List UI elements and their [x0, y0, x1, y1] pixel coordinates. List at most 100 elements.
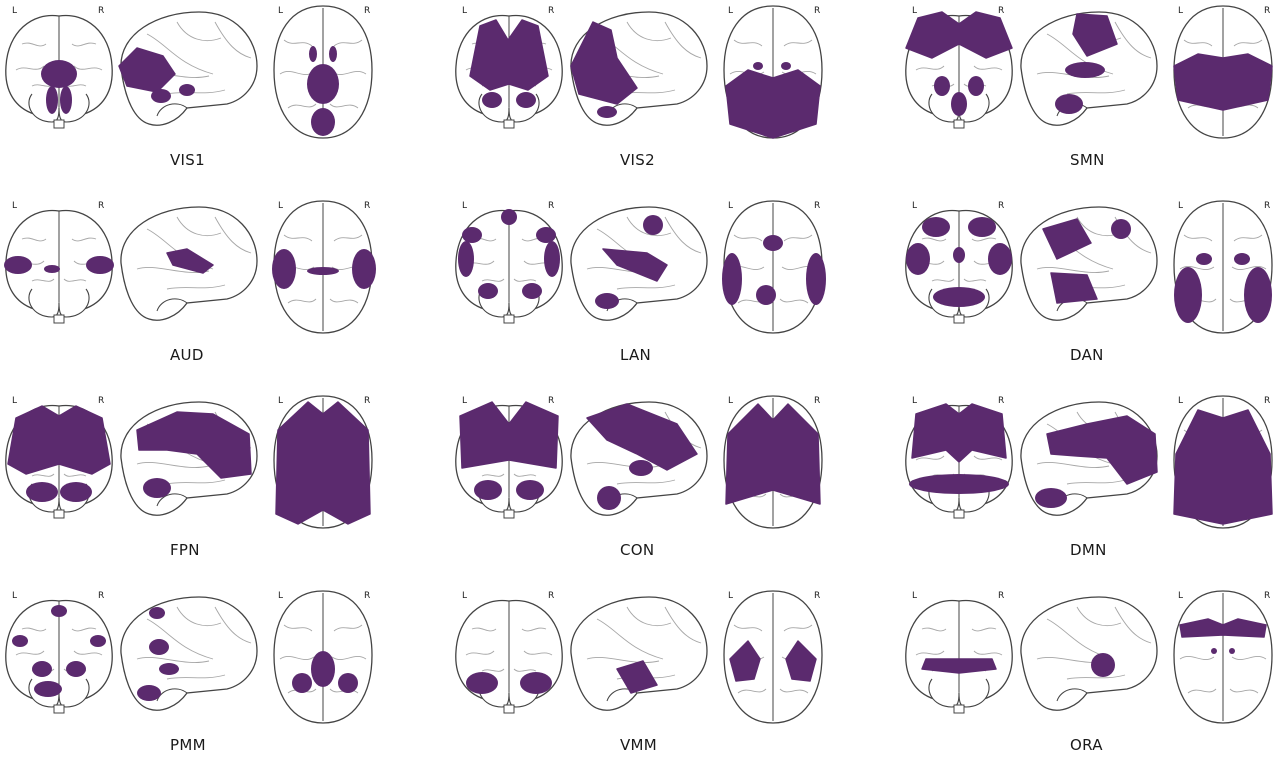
- axial-region-patch: [785, 640, 817, 682]
- right-side-label: R: [548, 591, 555, 601]
- right-side-label: R: [98, 201, 105, 211]
- left-side-label: L: [278, 6, 284, 16]
- sagittal-region-patch: [597, 106, 617, 118]
- left-side-label: L: [1178, 6, 1184, 16]
- sagittal-region-patch: [586, 403, 698, 471]
- left-side-label: L: [12, 6, 18, 16]
- axial-region-patch: [1211, 648, 1217, 654]
- left-side-label: L: [462, 201, 468, 211]
- left-side-label: L: [462, 396, 468, 406]
- left-side-label: L: [912, 201, 918, 211]
- right-side-label: R: [998, 591, 1005, 601]
- coronal-region-patch: [478, 283, 498, 299]
- left-side-label: L: [1178, 396, 1184, 406]
- coronal-region-patch: [482, 92, 502, 108]
- coronal-region-patch: [933, 287, 985, 307]
- right-side-label: R: [814, 591, 821, 601]
- axial-region-patch: [272, 249, 296, 289]
- left-side-label: L: [278, 396, 284, 406]
- right-side-label: R: [1264, 6, 1271, 16]
- coronal-region-patch: [60, 86, 72, 114]
- coronal-region-patch: [86, 256, 114, 274]
- sagittal-region-patch: [1046, 415, 1158, 485]
- sagittal-region-patch: [149, 607, 165, 619]
- axial-region-patch: [1196, 253, 1212, 265]
- sagittal-region-patch: [1050, 272, 1098, 304]
- network-label: SMN: [1070, 151, 1105, 169]
- coronal-brain-outline: [5, 404, 113, 519]
- right-side-label: R: [814, 6, 821, 16]
- coronal-region-patch: [459, 401, 559, 469]
- sagittal-brain-outline: [570, 206, 708, 321]
- sagittal-region-patch: [595, 293, 619, 309]
- axial-region-patch: [763, 235, 783, 251]
- right-side-label: R: [98, 6, 105, 16]
- left-side-label: L: [1178, 591, 1184, 601]
- coronal-region-patch: [462, 227, 482, 243]
- sagittal-region-patch: [1065, 62, 1105, 78]
- axial-region-patch: [722, 253, 742, 305]
- coronal-region-patch: [60, 482, 92, 502]
- coronal-region-patch: [46, 86, 58, 114]
- sagittal-brain-outline: [570, 11, 708, 126]
- right-side-label: R: [1264, 396, 1271, 406]
- coronal-region-patch: [501, 209, 517, 225]
- sagittal-region-patch: [166, 248, 214, 274]
- axial-region-patch: [1173, 53, 1273, 111]
- right-side-label: R: [98, 591, 105, 601]
- coronal-brain-outline: [905, 599, 1013, 714]
- coronal-region-patch: [544, 241, 560, 277]
- sagittal-region-patch: [136, 411, 252, 479]
- left-side-label: L: [728, 591, 734, 601]
- coronal-region-patch: [905, 11, 1013, 59]
- right-side-label: R: [98, 396, 105, 406]
- network-label: FPN: [170, 541, 200, 559]
- right-side-label: R: [364, 6, 371, 16]
- glass-brain-views: [455, 5, 823, 139]
- right-side-label: R: [998, 201, 1005, 211]
- coronal-region-patch: [41, 60, 77, 88]
- sagittal-region-patch: [643, 215, 663, 235]
- coronal-region-patch: [12, 635, 28, 647]
- network-label: DMN: [1070, 541, 1107, 559]
- coronal-brain-outline: [905, 209, 1013, 324]
- left-side-label: L: [12, 591, 18, 601]
- coronal-region-patch: [953, 247, 965, 263]
- coronal-brain-outline: [905, 403, 1013, 519]
- glass-brain-views: [905, 200, 1273, 334]
- axial-brain-outline: [273, 590, 373, 724]
- coronal-region-patch: [911, 403, 1007, 463]
- coronal-brain-outline: [4, 209, 114, 324]
- sagittal-region-patch: [149, 639, 169, 655]
- coronal-brain-outline: [455, 401, 563, 519]
- axial-region-patch: [311, 108, 335, 136]
- axial-region-patch: [307, 267, 339, 275]
- right-side-label: R: [1264, 201, 1271, 211]
- coronal-region-patch: [66, 661, 86, 677]
- network-label: DAN: [1070, 346, 1104, 364]
- sagittal-region-patch: [1035, 488, 1067, 508]
- axial-brain-outline: [273, 395, 373, 529]
- coronal-region-patch: [32, 661, 52, 677]
- coronal-brain-outline: [455, 209, 563, 324]
- sagittal-region-patch: [597, 486, 621, 510]
- left-side-label: L: [12, 396, 18, 406]
- left-side-label: L: [728, 6, 734, 16]
- right-side-label: R: [364, 201, 371, 211]
- axial-region-patch: [307, 64, 339, 104]
- glass-brain-views: [5, 5, 373, 139]
- network-label: VIS2: [620, 151, 655, 169]
- glass-brain-views: [905, 5, 1273, 139]
- sagittal-brain-outline: [1020, 206, 1158, 321]
- coronal-region-patch: [516, 480, 544, 500]
- sagittal-region-patch: [151, 89, 171, 103]
- sagittal-brain-outline: [120, 206, 258, 321]
- axial-region-patch: [275, 401, 371, 525]
- right-side-label: R: [814, 396, 821, 406]
